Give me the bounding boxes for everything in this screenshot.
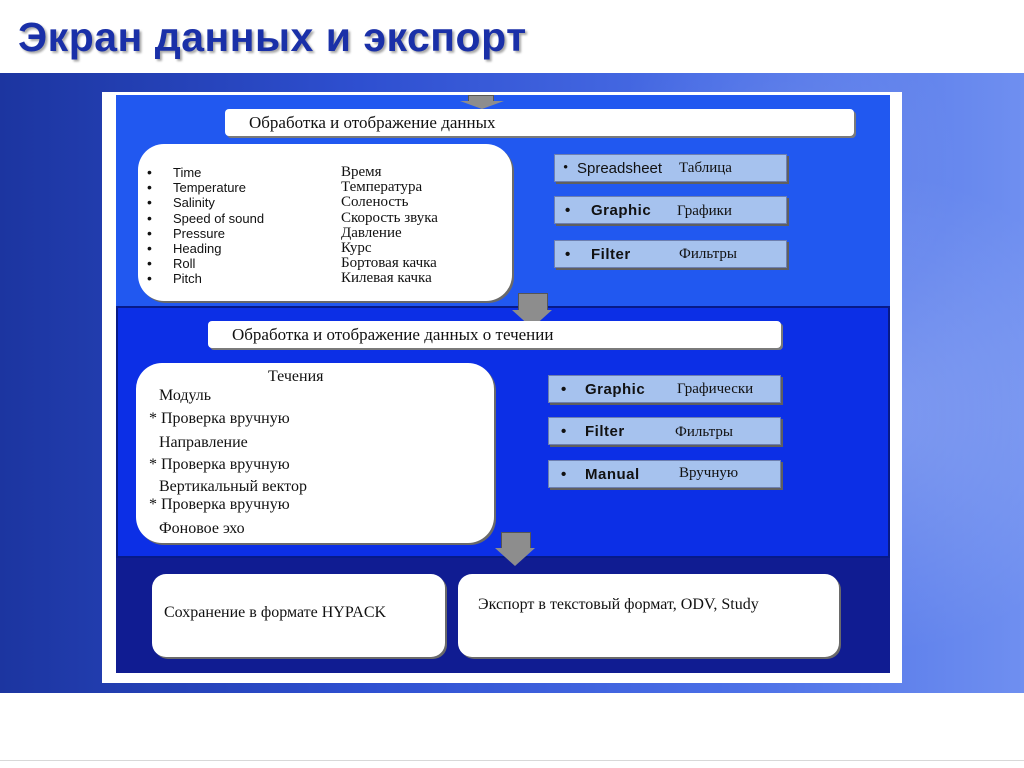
list-item: Time	[147, 165, 264, 180]
list-item: Pitch	[147, 271, 264, 286]
save-hypack-box[interactable]: Сохранение в формате HYPACK	[152, 574, 445, 657]
currents-item: * Проверка вручную	[149, 496, 290, 513]
list-item: Temperature	[147, 180, 264, 195]
diagram-frame: Обработка и отображение данных Time Temp…	[102, 92, 902, 683]
currents-item: * Проверка вручную	[149, 410, 290, 427]
currents-item: Модуль	[159, 387, 212, 404]
list-item: Salinity	[147, 195, 264, 210]
spreadsheet-key: Spreadsheet	[577, 160, 663, 177]
currents-title: Течения	[268, 368, 324, 385]
bullet-icon: •	[561, 381, 567, 398]
spreadsheet-button[interactable]: • Spreadsheet Таблица	[554, 154, 787, 182]
graphic-button[interactable]: • Graphic Графики	[554, 196, 787, 224]
currents-item: * Проверка вручную	[149, 456, 290, 473]
list-item: Килевая качка	[341, 270, 432, 287]
bullet-icon: •	[561, 466, 567, 483]
section1-header: Обработка и отображение данных	[225, 109, 854, 136]
list-item: Скорость звука	[341, 209, 438, 226]
currents-item: Фоновое эхо	[159, 520, 245, 537]
currents-item: Вертикальный вектор	[159, 478, 307, 495]
list-item: Давление	[341, 224, 402, 241]
graphic-current-key: Graphic	[585, 381, 646, 398]
export-text-box[interactable]: Экспорт в текстовый формат, ODV, Study	[458, 574, 839, 657]
spreadsheet-value: Таблица	[679, 160, 732, 176]
list-item: Бортовая качка	[341, 255, 437, 272]
section2-header: Обработка и отображение данных о течении	[208, 321, 781, 348]
list-item: Курс	[341, 240, 372, 257]
section1-header-label: Обработка и отображение данных	[249, 112, 496, 132]
list-item: Соленость	[341, 194, 409, 211]
bullet-icon: •	[563, 160, 569, 176]
filter-key: Filter	[591, 246, 631, 263]
bullet-icon: •	[565, 246, 571, 263]
export-text-label: Экспорт в текстовый формат, ODV, Study	[478, 596, 759, 613]
graphic-current-value: Графически	[677, 381, 754, 397]
footer-divider	[0, 760, 1024, 761]
manual-current-button[interactable]: • Manual Вручную	[548, 460, 781, 488]
params-ru-list: Время Температура Соленость Скорость зву…	[341, 164, 438, 287]
filter-current-value: Фильтры	[675, 424, 733, 440]
filter-current-button[interactable]: • Filter Фильтры	[548, 417, 781, 445]
bullet-icon: •	[565, 202, 571, 219]
graphic-value: Графики	[677, 203, 732, 219]
manual-current-key: Manual	[585, 466, 640, 483]
list-item: Pressure	[147, 226, 264, 241]
filter-value: Фильтры	[679, 246, 737, 262]
list-item: Температура	[341, 179, 423, 196]
list-item: Heading	[147, 241, 264, 256]
list-item: Время	[341, 164, 382, 180]
filter-button[interactable]: • Filter Фильтры	[554, 240, 787, 268]
currents-box	[136, 363, 494, 543]
graphic-current-button[interactable]: • Graphic Графически	[548, 375, 781, 403]
slide-title: Экран данных и экспорт	[18, 14, 527, 60]
section2-header-label: Обработка и отображение данных о течении	[232, 324, 554, 344]
bullet-icon: •	[561, 423, 567, 440]
filter-current-key: Filter	[585, 423, 625, 440]
manual-current-value: Вручную	[679, 465, 739, 481]
list-item: Roll	[147, 256, 264, 271]
list-item: Speed of sound	[147, 211, 264, 226]
params-en-list: Time Temperature Salinity Speed of sound…	[147, 165, 264, 287]
graphic-key: Graphic	[591, 202, 652, 219]
save-hypack-label: Сохранение в формате HYPACK	[164, 604, 387, 621]
currents-item: Направление	[159, 434, 248, 451]
